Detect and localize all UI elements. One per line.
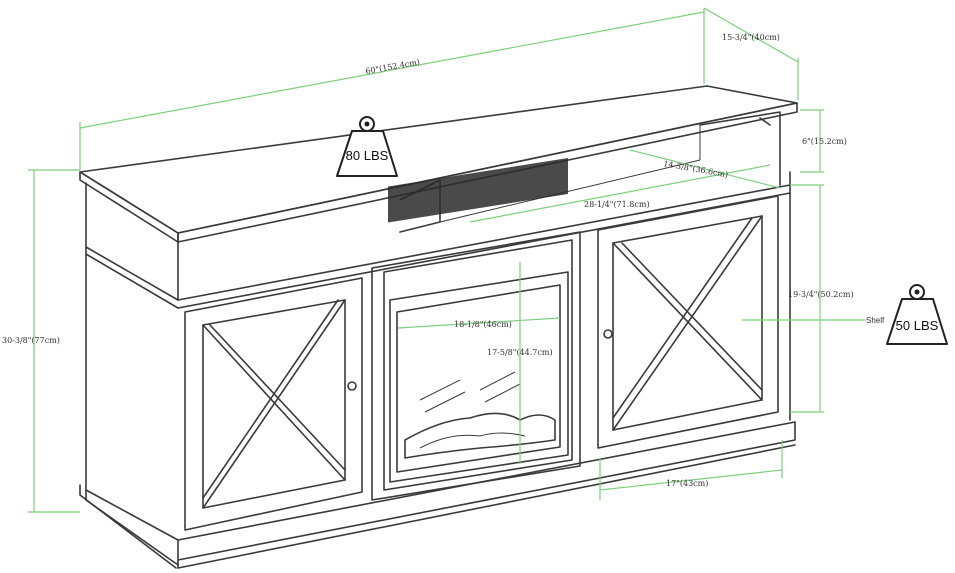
fireplace-grille — [388, 158, 568, 223]
label-depth: 15-3/4"(40cm) — [722, 33, 780, 42]
base-plinth — [177, 421, 796, 561]
label-shelf-height: 6"(15.2cm) — [802, 137, 847, 146]
label-shelf-depth: 14-3/8"(36.6cm) — [663, 159, 729, 179]
dim-fireplace-width-line — [397, 317, 561, 329]
weight-80-icon: 80 LBS — [336, 116, 398, 177]
weight-80-label: 80 LBS — [346, 148, 389, 163]
fireplace-insert — [371, 158, 581, 501]
left-door — [184, 277, 363, 531]
right-door — [597, 195, 779, 449]
fireplace-logs — [404, 412, 556, 459]
label-width: 60"(152.4cm) — [365, 58, 421, 76]
label-shelf: Shelf — [866, 316, 885, 325]
dim-shelf-depth-line — [629, 149, 781, 189]
label-cabinet-height: 19-3/4"(50.2cm) — [788, 290, 854, 299]
dim-width-line — [79, 11, 705, 129]
dim-depth-line — [703, 7, 799, 63]
label-fireplace-height: 17-5/8"(44.7cm) — [487, 348, 553, 357]
upper-band-front — [177, 171, 791, 301]
label-cabinet-width: 17"(43cm) — [666, 479, 708, 488]
furniture-outline — [79, 85, 798, 569]
label-shelf-width: 28-1/4"(71.8cm) — [584, 200, 650, 209]
top-slab-side-edge — [177, 102, 798, 243]
weight-50-icon: 50 LBS — [886, 284, 948, 345]
dimension-labels: 60"(152.4cm) 15-3/4"(40cm) 6"(15.2cm) 14… — [2, 33, 885, 488]
left-door-knob — [347, 381, 357, 391]
top-slab-front-edge — [79, 171, 179, 243]
right-door-knob — [603, 329, 613, 339]
weight-50-label: 50 LBS — [896, 318, 939, 333]
label-total-height: 30-3/8"(77cm) — [2, 336, 60, 345]
left-side-band — [85, 246, 179, 301]
dimension-lines — [28, 7, 866, 513]
left-side-panel — [85, 182, 179, 541]
dim-cabinet-width-line — [599, 469, 783, 491]
dim-shelf-width-line — [469, 164, 771, 223]
label-fireplace-width: 18-1/8"(46cm) — [454, 320, 512, 329]
